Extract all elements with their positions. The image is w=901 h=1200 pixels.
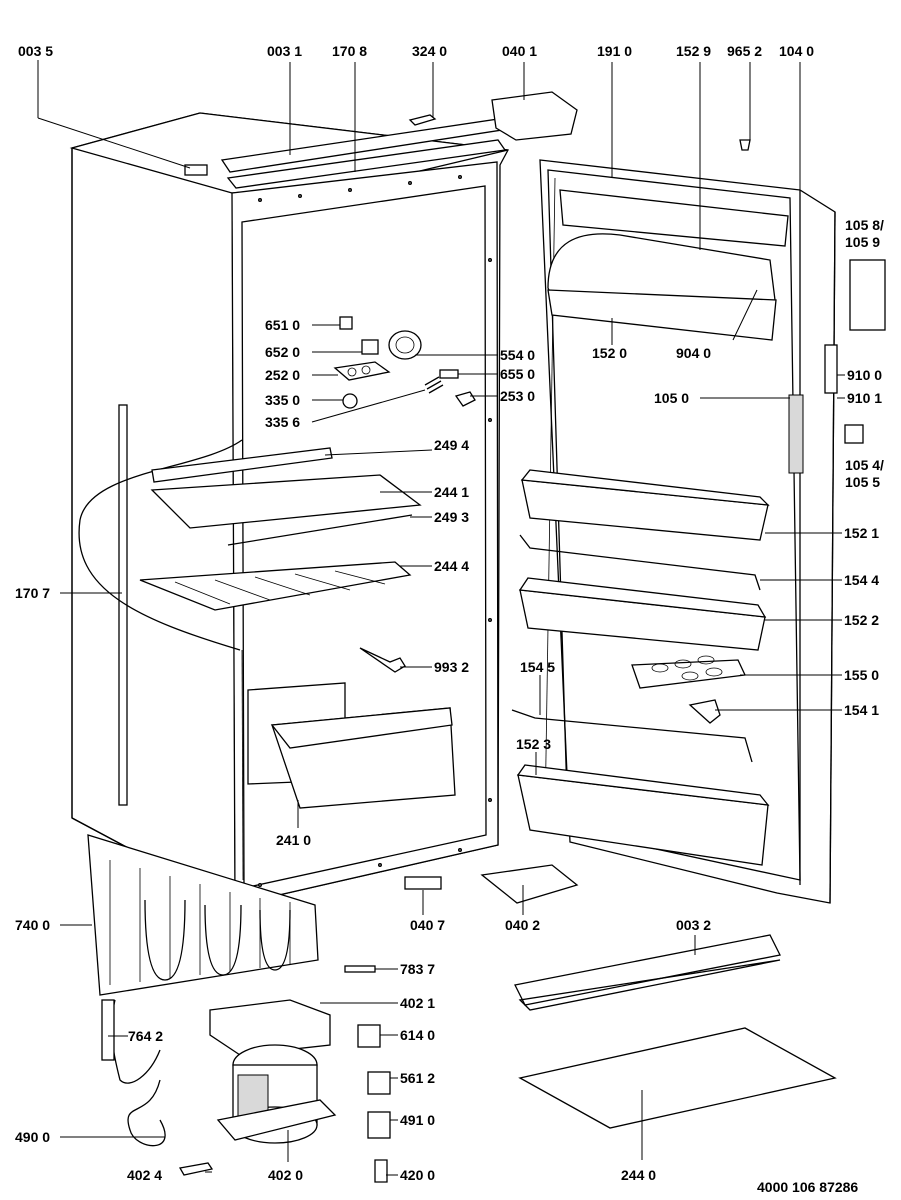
compressor-402-0 bbox=[216, 1044, 337, 1144]
door bbox=[511, 159, 886, 904]
label-105-9: 105 9 bbox=[845, 234, 880, 250]
panel-244-0 bbox=[518, 1027, 837, 1129]
label-910-1: 910 1 bbox=[847, 390, 882, 406]
part-335-0 bbox=[342, 393, 358, 409]
drawing-number: 4000 106 87286 bbox=[757, 1179, 858, 1195]
part-335-6 bbox=[424, 376, 444, 394]
label-040-2: 040 2 bbox=[505, 917, 540, 933]
cable-490-0 bbox=[127, 1079, 166, 1147]
label-154-5: 154 5 bbox=[520, 659, 555, 675]
condenser bbox=[87, 834, 319, 996]
label-105-5: 105 5 bbox=[845, 474, 880, 490]
label-003-5: 003 5 bbox=[18, 43, 53, 59]
label-152-2: 152 2 bbox=[844, 612, 879, 628]
part-554-0 bbox=[388, 330, 422, 360]
label-244-1: 244 1 bbox=[434, 484, 469, 500]
part-965-2 bbox=[739, 139, 751, 151]
label-420-0: 420 0 bbox=[400, 1167, 435, 1183]
label-652-0: 652 0 bbox=[265, 344, 300, 360]
leader-lines bbox=[37, 60, 845, 1176]
part-labels: 003 5 003 1 170 8 324 0 040 1 191 0 152 … bbox=[15, 43, 884, 1195]
interior-parts bbox=[139, 316, 476, 809]
label-561-2: 561 2 bbox=[400, 1070, 435, 1086]
label-104-0: 104 0 bbox=[779, 43, 814, 59]
label-105-8: 105 8/ bbox=[845, 217, 884, 233]
small-parts bbox=[178, 965, 391, 1183]
label-003-2: 003 2 bbox=[676, 917, 711, 933]
label-152-9: 152 9 bbox=[676, 43, 711, 59]
label-155-0: 155 0 bbox=[844, 667, 879, 683]
label-491-0: 491 0 bbox=[400, 1112, 435, 1128]
label-191-0: 191 0 bbox=[597, 43, 632, 59]
label-003-1: 003 1 bbox=[267, 43, 302, 59]
label-253-0: 253 0 bbox=[500, 388, 535, 404]
part-651-0 bbox=[339, 316, 353, 330]
label-252-0: 252 0 bbox=[265, 367, 300, 383]
label-554-0: 554 0 bbox=[500, 347, 535, 363]
label-249-3: 249 3 bbox=[434, 509, 469, 525]
label-402-1: 402 1 bbox=[400, 995, 435, 1011]
label-965-2: 965 2 bbox=[727, 43, 762, 59]
label-335-6: 335 6 bbox=[265, 414, 300, 430]
label-910-0: 910 0 bbox=[847, 367, 882, 383]
label-170-7: 170 7 bbox=[15, 585, 50, 601]
label-402-4: 402 4 bbox=[127, 1167, 162, 1183]
label-152-1: 152 1 bbox=[844, 525, 879, 541]
label-764-2: 764 2 bbox=[128, 1028, 163, 1044]
label-335-0: 335 0 bbox=[265, 392, 300, 408]
part-040-7 bbox=[404, 876, 442, 890]
label-244-4: 244 4 bbox=[434, 558, 469, 574]
label-655-0: 655 0 bbox=[500, 366, 535, 382]
label-152-0: 152 0 bbox=[592, 345, 627, 361]
label-105-4: 105 4/ bbox=[845, 457, 884, 473]
label-040-7: 040 7 bbox=[410, 917, 445, 933]
label-490-0: 490 0 bbox=[15, 1129, 50, 1145]
label-241-0: 241 0 bbox=[276, 832, 311, 848]
label-324-0: 324 0 bbox=[412, 43, 447, 59]
hinge-040-1 bbox=[491, 91, 578, 141]
label-244-0: 244 0 bbox=[621, 1167, 656, 1183]
part-003-2 bbox=[514, 934, 781, 1006]
label-154-1: 154 1 bbox=[844, 702, 879, 718]
label-651-0: 651 0 bbox=[265, 317, 300, 333]
label-154-4: 154 4 bbox=[844, 572, 879, 588]
part-655-0 bbox=[439, 369, 459, 379]
label-993-2: 993 2 bbox=[434, 659, 469, 675]
label-740-0: 740 0 bbox=[15, 917, 50, 933]
part-402-1 bbox=[209, 999, 331, 1056]
part-652-0 bbox=[361, 339, 379, 355]
hinge-040-2 bbox=[480, 864, 579, 904]
label-170-8: 170 8 bbox=[332, 43, 367, 59]
label-402-0: 402 0 bbox=[268, 1167, 303, 1183]
label-249-4: 249 4 bbox=[434, 437, 469, 453]
label-105-0: 105 0 bbox=[654, 390, 689, 406]
label-783-7: 783 7 bbox=[400, 961, 435, 977]
label-040-1: 040 1 bbox=[502, 43, 537, 59]
label-904-0: 904 0 bbox=[676, 345, 711, 361]
label-614-0: 614 0 bbox=[400, 1027, 435, 1043]
label-152-3: 152 3 bbox=[516, 736, 551, 752]
